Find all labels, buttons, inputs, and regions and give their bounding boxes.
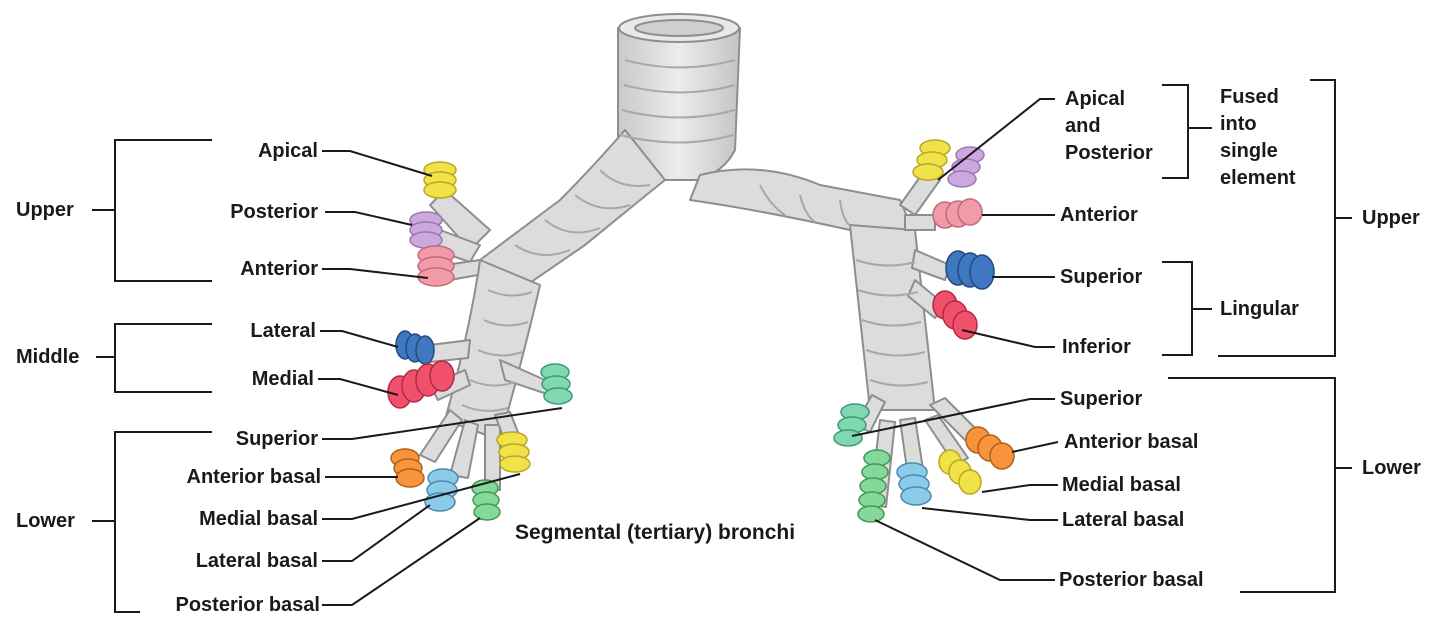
coil-right-anterior-basal bbox=[966, 427, 1014, 469]
bracket-right-fused bbox=[1162, 85, 1212, 178]
label-left-medial-basal: Medial basal bbox=[140, 508, 318, 530]
fused-note-line-4: element bbox=[1220, 165, 1296, 192]
label-right-apical-line: Apical bbox=[1065, 86, 1153, 113]
label-right-lower: Lower bbox=[1362, 457, 1421, 479]
coil-right-superior bbox=[834, 404, 869, 446]
label-right-superior: Superior bbox=[1060, 388, 1142, 410]
label-right-lingular: Lingular bbox=[1220, 298, 1299, 320]
label-right-apical-posterior: Apical and Posterior bbox=[1065, 86, 1153, 167]
coil-right-lateral-basal bbox=[897, 463, 931, 505]
label-left-anterior: Anterior bbox=[168, 258, 318, 280]
diagram-caption: Segmental (tertiary) bronchi bbox=[515, 521, 795, 545]
coil-right-medial-basal bbox=[939, 450, 981, 494]
label-left-lateral-basal: Lateral basal bbox=[140, 550, 318, 572]
label-right-upper: Upper bbox=[1362, 207, 1420, 229]
label-left-posterior-basal: Posterior basal bbox=[130, 594, 320, 616]
label-right-and-line: and bbox=[1065, 113, 1153, 140]
coil-left-lateral-basal bbox=[425, 469, 458, 511]
label-left-medial: Medial bbox=[168, 368, 314, 390]
label-right-fused-note: Fused into single element bbox=[1220, 84, 1296, 192]
label-right-posterior-basal: Posterior basal bbox=[1059, 569, 1204, 591]
label-left-apical: Apical bbox=[168, 140, 318, 162]
label-left-anterior-basal: Anterior basal bbox=[140, 466, 321, 488]
coil-right-posterior-basal bbox=[858, 450, 890, 522]
fused-note-line-1: Fused bbox=[1220, 84, 1296, 111]
coil-left-medial bbox=[388, 361, 454, 408]
coil-left-posterior bbox=[410, 212, 442, 248]
coil-left-superior bbox=[541, 364, 572, 404]
label-right-inferior-lingular: Inferior bbox=[1062, 336, 1131, 358]
coil-left-apical bbox=[424, 162, 456, 198]
label-right-posterior-line: Posterior bbox=[1065, 140, 1153, 167]
label-right-medial-basal: Medial basal bbox=[1062, 474, 1181, 496]
label-right-superior-lingular: Superior bbox=[1060, 266, 1142, 288]
coil-right-anterior bbox=[933, 199, 982, 228]
label-left-middle: Middle bbox=[16, 346, 79, 368]
fused-note-line-3: single bbox=[1220, 138, 1296, 165]
coil-left-lateral bbox=[396, 331, 434, 364]
label-left-posterior: Posterior bbox=[168, 201, 318, 223]
label-left-lateral: Lateral bbox=[168, 320, 316, 342]
bracket-right-lower bbox=[1168, 378, 1352, 592]
label-left-upper: Upper bbox=[16, 199, 74, 221]
fused-note-line-2: into bbox=[1220, 111, 1296, 138]
coil-left-medial-basal bbox=[497, 432, 530, 472]
label-right-lateral-basal: Lateral basal bbox=[1062, 509, 1184, 531]
coil-left-anterior bbox=[418, 246, 454, 286]
bracket-right-lingular bbox=[1162, 262, 1212, 355]
coil-right-superior-lingular bbox=[946, 251, 994, 289]
label-right-anterior: Anterior bbox=[1060, 204, 1138, 226]
label-left-superior: Superior bbox=[168, 428, 318, 450]
label-right-anterior-basal: Anterior basal bbox=[1064, 431, 1198, 453]
label-left-lower: Lower bbox=[16, 510, 75, 532]
